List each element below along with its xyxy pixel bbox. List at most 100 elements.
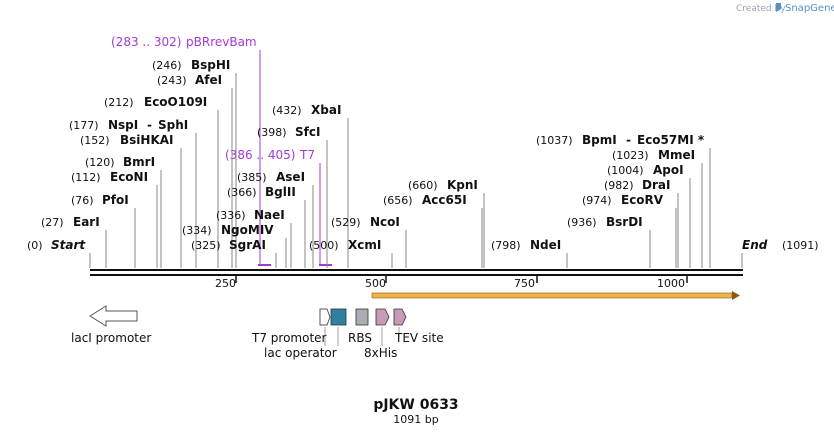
svg-text:(336): (336) [216, 209, 246, 222]
svg-text:(325): (325) [191, 239, 221, 252]
svg-text:(334): (334) [182, 224, 212, 237]
tick-label-1000: 1000 [657, 277, 685, 290]
tick-label-500: 500 [365, 277, 386, 290]
plasmid-title: pJKW 0633 [373, 397, 458, 413]
svg-text:BglII: BglII [265, 185, 296, 199]
svg-text:SgrAI: SgrAI [229, 238, 266, 252]
site-ecorv: (974) EcoRV [582, 193, 677, 268]
site-xcmi: (500) XcmI [309, 238, 393, 268]
created-by-text: Created by [736, 4, 786, 14]
svg-text:Acc65I: Acc65I [422, 193, 467, 207]
svg-text:(500): (500) [309, 239, 339, 252]
svg-text:AfeI: AfeI [195, 73, 222, 87]
svg-text:(798): (798) [491, 239, 521, 252]
tev-site-arrow-icon [393, 308, 407, 326]
svg-text:(0): (0) [27, 239, 43, 252]
backbone [90, 269, 743, 276]
svg-text:(1004): (1004) [607, 164, 644, 177]
primer-range-t7: (386 .. 405) [225, 148, 295, 162]
svg-text:(660): (660) [408, 179, 438, 192]
feature-label-lac-operator: lac operator [264, 346, 337, 360]
site-pfoi: (76) PfoI [71, 193, 136, 268]
his-tag-arrow-icon [375, 308, 390, 326]
site-eari: (27) EarI [41, 215, 107, 268]
svg-text:Start: Start [51, 238, 86, 252]
site-asei: (385) AseI [237, 170, 314, 268]
svg-text:(120): (120) [85, 156, 115, 169]
primer-mark-t7 [319, 264, 332, 266]
svg-text:-: - [147, 118, 152, 132]
svg-text:BspHI: BspHI [191, 58, 230, 72]
svg-text:(177): (177) [69, 119, 99, 132]
snapgene-brand-text: SnapGene [785, 3, 834, 14]
svg-text:(152): (152) [80, 134, 110, 147]
svg-text:BpmI: BpmI [582, 133, 617, 147]
svg-text:(936): (936) [567, 216, 597, 229]
svg-text:-: - [626, 133, 631, 147]
feature-label-8xhis: 8xHis [364, 346, 397, 360]
svg-text:BsiHKAI: BsiHKAI [120, 133, 174, 147]
primer-range-pbrrevbam: (283 .. 302) [111, 35, 181, 49]
primer-name-pbrrevbam: pBRrevBam [186, 35, 257, 49]
feature-label-t7-promoter: T7 promoter [251, 331, 327, 345]
site-ncoi: (529) NcoI [331, 215, 407, 268]
site-acc65i: (656) Acc65I [383, 193, 483, 268]
svg-text:(243): (243) [157, 74, 187, 87]
svg-text:SphI: SphI [158, 118, 188, 132]
site-mmei: (1023) MmeI [612, 148, 703, 268]
svg-text:DraI: DraI [642, 178, 670, 192]
svg-text:(112): (112) [71, 171, 101, 184]
site-afei: (243) AfeI [157, 73, 233, 268]
svg-text:NaeI: NaeI [254, 208, 285, 222]
svg-text:ApoI: ApoI [653, 163, 684, 177]
svg-text:EcoNI: EcoNI [110, 170, 148, 184]
site-start: (0) Start [27, 238, 91, 268]
site-kpni: (660) KpnI [408, 178, 485, 268]
plasmid-size: 1091 bp [393, 413, 438, 426]
svg-text:(1037): (1037) [536, 134, 573, 147]
feature-label-tev-site: TEV site [394, 331, 444, 345]
svg-text:(656): (656) [383, 194, 413, 207]
svg-text:XbaI: XbaI [311, 103, 341, 117]
svg-text:(27): (27) [41, 216, 64, 229]
site-end: End (1091) [741, 238, 819, 268]
site-bsihkai: (152) BsiHKAI [80, 133, 182, 268]
svg-text:(974): (974) [582, 194, 612, 207]
svg-text:NcoI: NcoI [370, 215, 400, 229]
t7-promoter-arrow-icon [319, 308, 331, 326]
lac-operator-box-icon [330, 308, 347, 326]
svg-text:(1023): (1023) [612, 149, 649, 162]
site-sgrai: (325) SgrAI [191, 238, 277, 268]
svg-text:End: End [742, 238, 768, 252]
site-ngomiv: (334) NgoMIV [182, 223, 287, 268]
tick-label-750: 750 [514, 277, 535, 290]
snapgene-logo-icon [776, 3, 781, 12]
svg-text:EcoO109I: EcoO109I [144, 95, 207, 109]
site-bsphi: (246) BspHI [152, 58, 237, 268]
svg-text:(398): (398) [257, 126, 287, 139]
svg-text:Eco57MI *: Eco57MI * [637, 133, 705, 147]
site-apoi: (1004) ApoI [607, 163, 691, 268]
svg-text:(432): (432) [272, 104, 302, 117]
ruler: 250 500 750 1000 [215, 276, 688, 290]
primer-name-t7: T7 [299, 148, 315, 162]
rbs-box-icon [355, 308, 369, 326]
svg-text:NgoMIV: NgoMIV [221, 223, 274, 237]
site-sfci: (398) SfcI [257, 125, 328, 268]
site-nspi-sphi: (177) NspI - SphI [69, 118, 197, 268]
svg-text:XcmI: XcmI [348, 238, 381, 252]
site-ecoo109i: (212) EcoO109I [104, 95, 219, 268]
laci-promoter-arrow-icon [89, 305, 138, 327]
svg-text:BsrDI: BsrDI [606, 215, 643, 229]
svg-text:(212): (212) [104, 96, 134, 109]
svg-text:(76): (76) [71, 194, 94, 207]
svg-text:(366): (366) [227, 186, 257, 199]
feature-label-rbs: RBS [348, 331, 372, 345]
site-bmri: (120) BmrI [85, 155, 162, 268]
primer-mark-pbrrevbam [258, 264, 271, 266]
feature-label-laci-promoter: lacI promoter [71, 331, 151, 345]
svg-text:NspI: NspI [108, 118, 138, 132]
site-naei: (336) NaeI [216, 208, 292, 268]
svg-text:BmrI: BmrI [123, 155, 155, 169]
